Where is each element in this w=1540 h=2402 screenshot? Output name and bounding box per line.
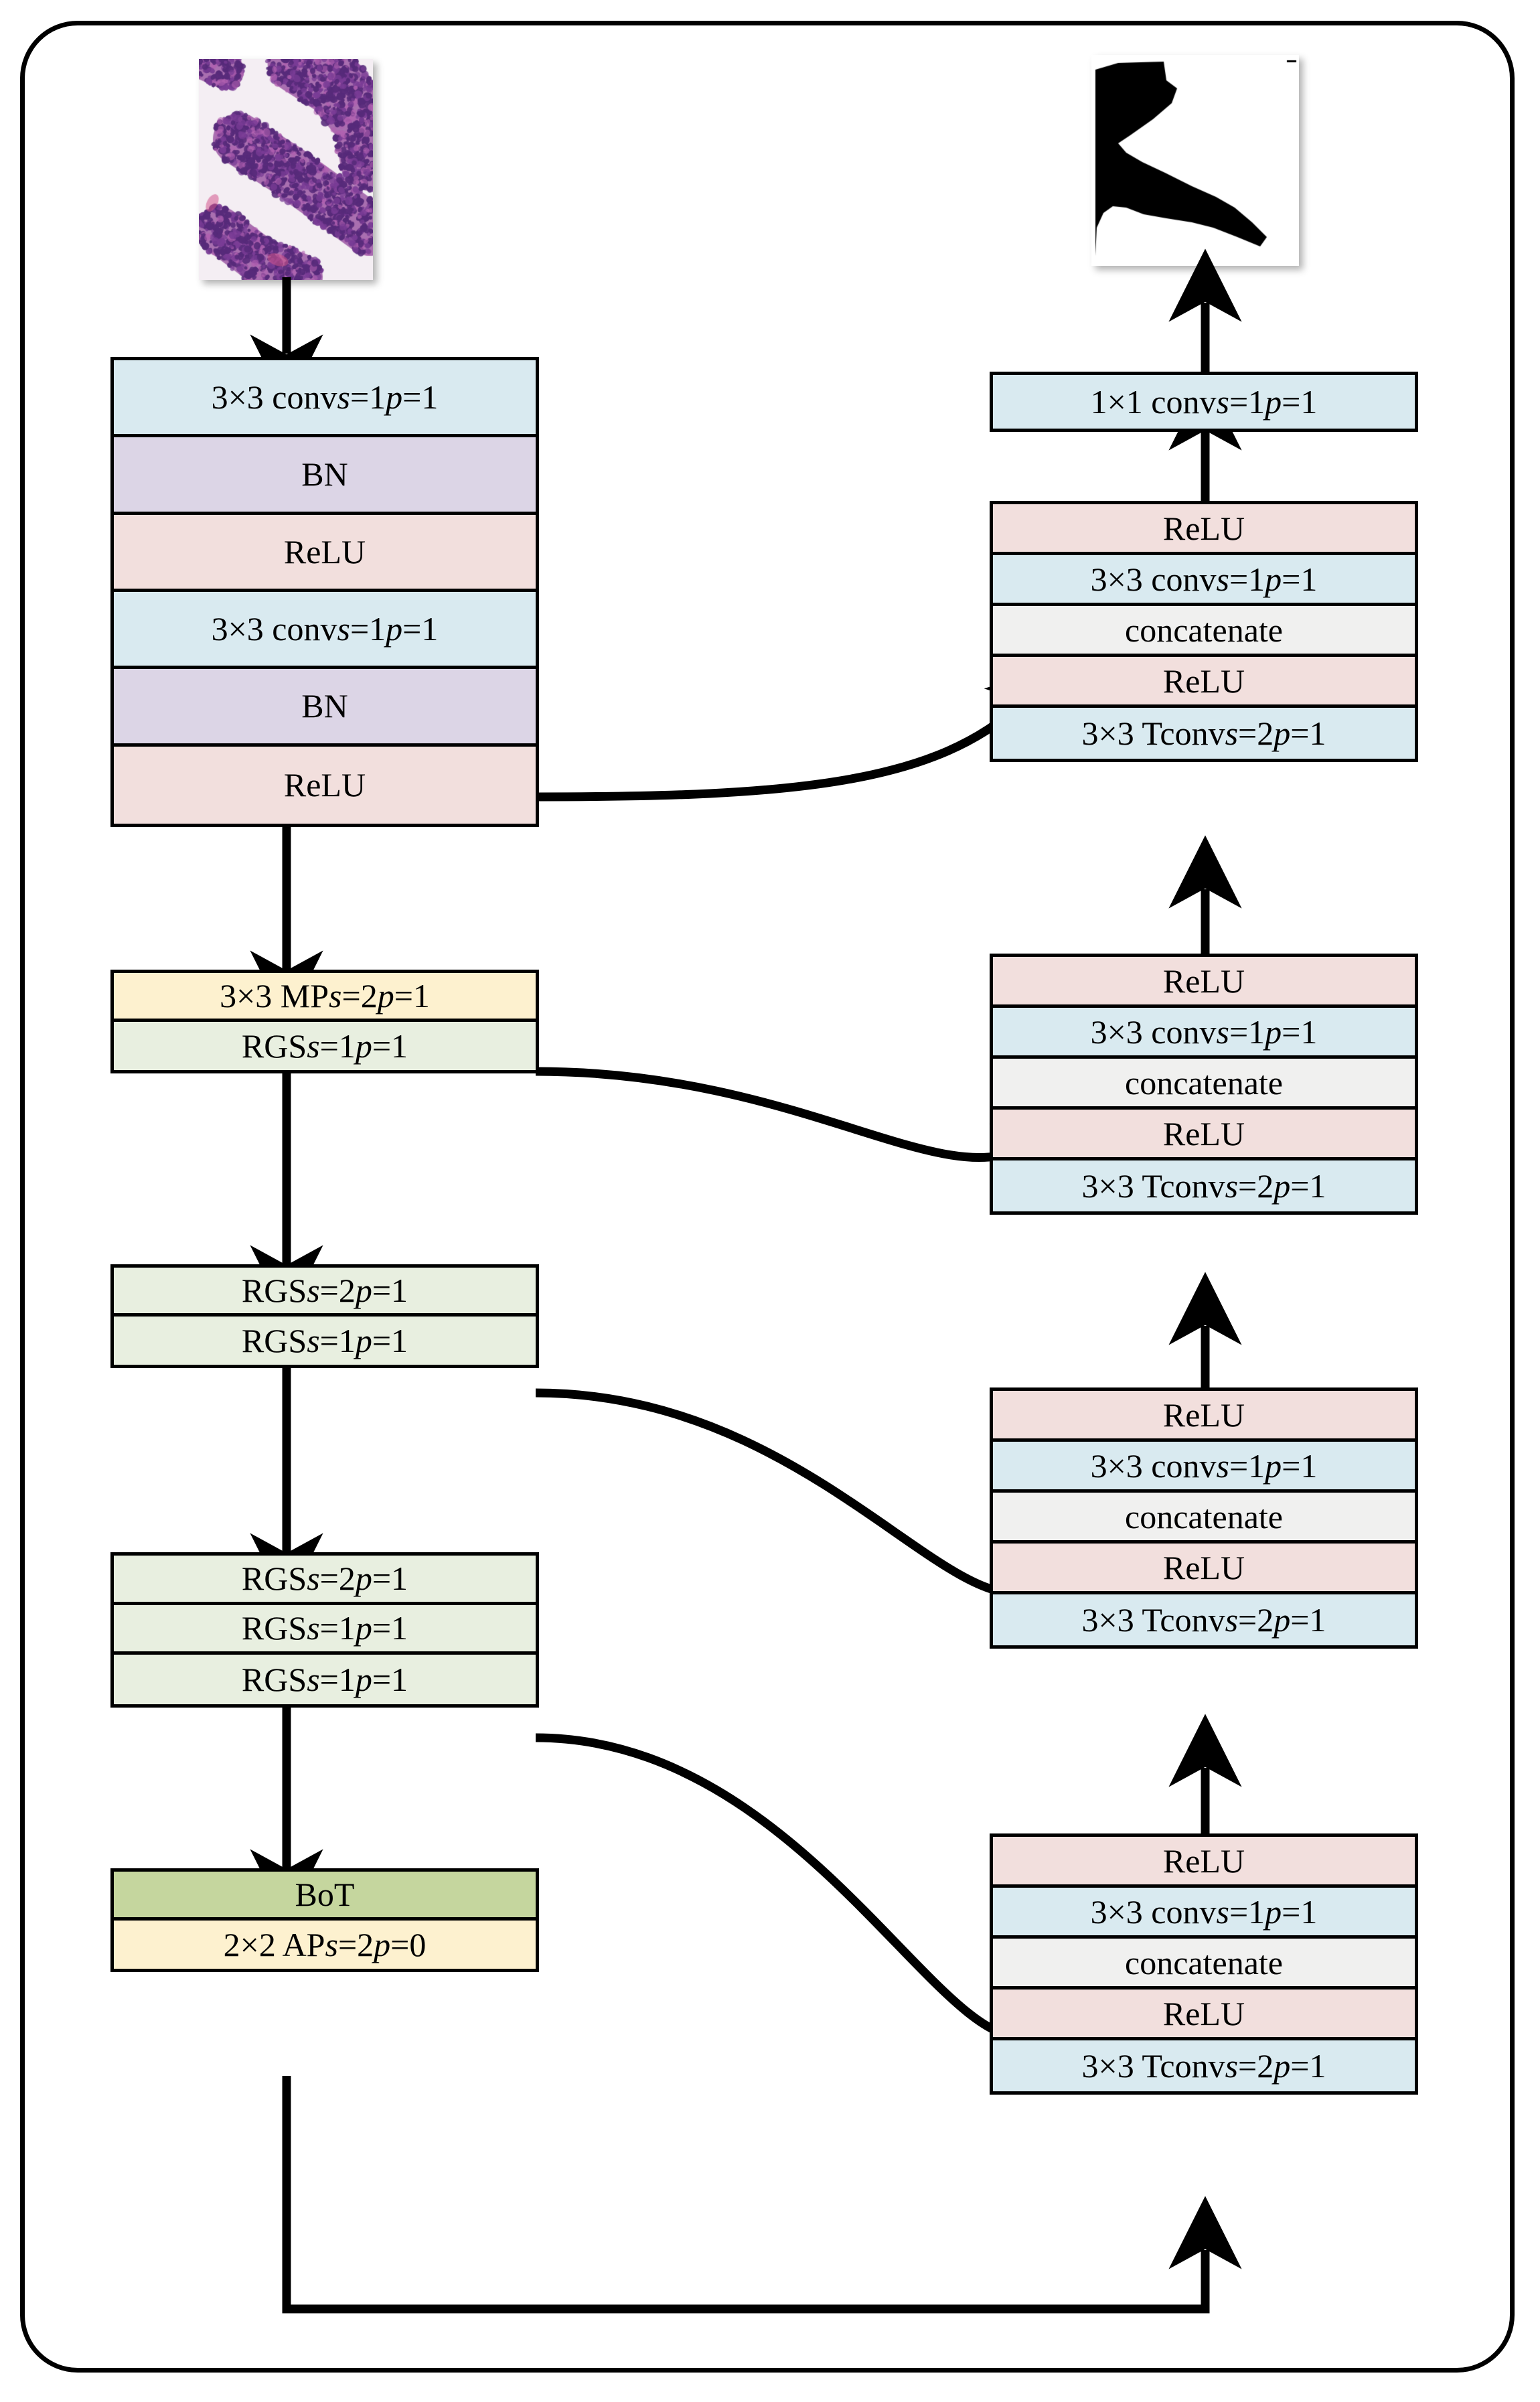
concatenate: concatenate [993, 606, 1415, 657]
batchnorm: BN [114, 437, 536, 515]
relu: ReLU [993, 1837, 1415, 1888]
conv-3x3-s1-p1: 3×3 conv s=1 p=1 [993, 1888, 1415, 1939]
conv-3x3-s1-p1: 3×3 conv s=1 p=1 [114, 591, 536, 670]
transposed-conv-3x3-s2-p1: 3×3 Tconv s=2 p=1 [993, 1160, 1415, 1211]
relu: ReLU [993, 1990, 1415, 2040]
conv-1x1-s1-p1: 1×1 conv s=1 p=1 [993, 375, 1415, 429]
concatenate: concatenate [993, 1939, 1415, 1990]
conv-3x3-s1-p1: 3×3 conv s=1 p=1 [993, 1442, 1415, 1493]
relu: ReLU [993, 1391, 1415, 1442]
conv-3x3-s1-p1: 3×3 conv s=1 p=1 [114, 360, 536, 438]
rgs-s1-p1: RGS s=1 p=1 [114, 1604, 536, 1655]
transposed-conv-3x3-s2-p1: 3×3 Tconv s=2 p=1 [993, 2040, 1415, 2091]
transposed-conv-3x3-s2-p1: 3×3 Tconv s=2 p=1 [993, 1594, 1415, 1645]
rgs-s2-p1: RGS s=2 p=1 [114, 1268, 536, 1317]
rgs-s1-p1: RGS s=1 p=1 [114, 1654, 536, 1704]
relu: ReLU [993, 957, 1415, 1008]
concatenate: concatenate [993, 1059, 1415, 1110]
transposed-conv-3x3-s2-p1: 3×3 Tconv s=2 p=1 [993, 708, 1415, 759]
relu: ReLU [114, 746, 536, 824]
concatenate: concatenate [993, 1493, 1415, 1544]
rgs-s1-p1: RGS s=1 p=1 [114, 1021, 536, 1070]
relu: ReLU [993, 657, 1415, 708]
binary-segmentation-mask [1091, 55, 1299, 266]
histopathology-input-patch [199, 59, 373, 280]
relu: ReLU [993, 504, 1415, 555]
relu: ReLU [114, 514, 536, 592]
maxpool-3x3-s2-p1: 3×3 MP s=2 p=1 [114, 973, 536, 1022]
diagram-outer-frame [20, 21, 1515, 2373]
rgs-s2-p1: RGS s=2 p=1 [114, 1556, 536, 1605]
decoder-output-head: 1×1 conv s=1 p=1 [990, 372, 1418, 432]
rgs-s1-p1: RGS s=1 p=1 [114, 1316, 536, 1365]
bottleneck-transformer: BoT [114, 1872, 536, 1921]
batchnorm: BN [114, 669, 536, 747]
avgpool-2x2-s2-p0: 2×2 AP s=2 p=0 [114, 1920, 536, 1969]
relu: ReLU [993, 1544, 1415, 1594]
relu: ReLU [993, 1110, 1415, 1160]
conv-3x3-s1-p1: 3×3 conv s=1 p=1 [993, 555, 1415, 606]
conv-3x3-s1-p1: 3×3 conv s=1 p=1 [993, 1008, 1415, 1059]
